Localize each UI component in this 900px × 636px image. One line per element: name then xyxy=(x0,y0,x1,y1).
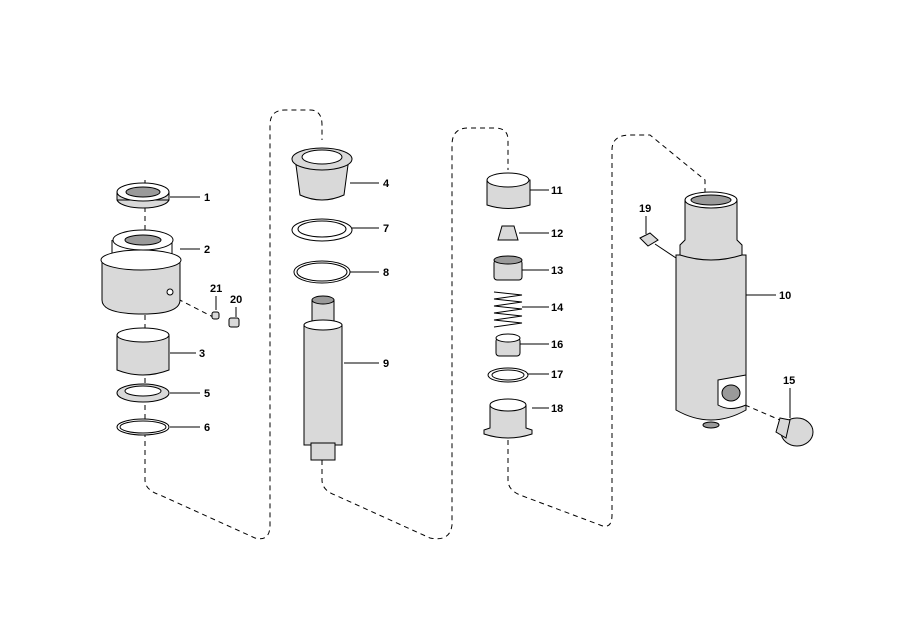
callout-13: 13 xyxy=(551,265,563,277)
part-4-bushing xyxy=(291,147,353,201)
callout-6: 6 xyxy=(204,422,210,434)
callout-17: 17 xyxy=(551,369,563,381)
part-16-seat xyxy=(495,333,521,357)
part-1-ring xyxy=(116,182,170,209)
part-13-valve xyxy=(493,255,523,281)
assembly-path-5 xyxy=(744,404,781,421)
assembly-path-1 xyxy=(144,109,323,540)
callout-8: 8 xyxy=(383,267,389,279)
callout-10: 10 xyxy=(779,290,791,302)
part-10-cylinder xyxy=(675,191,747,429)
part-3-sleeve xyxy=(116,327,170,376)
part-7-washer xyxy=(291,218,353,242)
callout-18: 18 xyxy=(551,403,563,415)
callout-11: 11 xyxy=(551,185,563,197)
callout-19: 19 xyxy=(639,203,651,215)
callout-3: 3 xyxy=(199,348,205,360)
part-5-washer xyxy=(116,383,170,403)
callout-9: 9 xyxy=(383,358,389,370)
part-15-knob xyxy=(775,417,814,447)
part-8-oring xyxy=(293,260,351,284)
callout-12: 12 xyxy=(551,228,563,240)
callout-21: 21 xyxy=(210,283,222,295)
callout-2: 2 xyxy=(204,244,210,256)
part-17-ring xyxy=(487,367,529,383)
part-2-housing xyxy=(100,229,182,315)
part-9-shaft xyxy=(303,295,343,461)
assembly-path-2 xyxy=(321,127,509,540)
callout-4: 4 xyxy=(383,178,390,190)
callout-7: 7 xyxy=(383,223,389,235)
part-12-pin xyxy=(497,225,519,241)
part-6-oring xyxy=(116,418,170,436)
assembly-path-3 xyxy=(507,134,706,527)
callout-15: 15 xyxy=(783,375,795,387)
part-18-nut xyxy=(483,398,533,439)
part-21-ball xyxy=(211,311,220,320)
callout-1: 1 xyxy=(204,192,210,204)
part-11-sleeve xyxy=(486,172,531,209)
callout-5: 5 xyxy=(204,388,210,400)
part-19-screw xyxy=(639,232,659,247)
callout-16: 16 xyxy=(551,339,563,351)
part-20-screw xyxy=(228,317,240,328)
callout-14: 14 xyxy=(551,302,564,314)
leader-lines xyxy=(170,182,791,428)
callout-20: 20 xyxy=(230,294,242,306)
part-14-spring xyxy=(493,291,523,328)
